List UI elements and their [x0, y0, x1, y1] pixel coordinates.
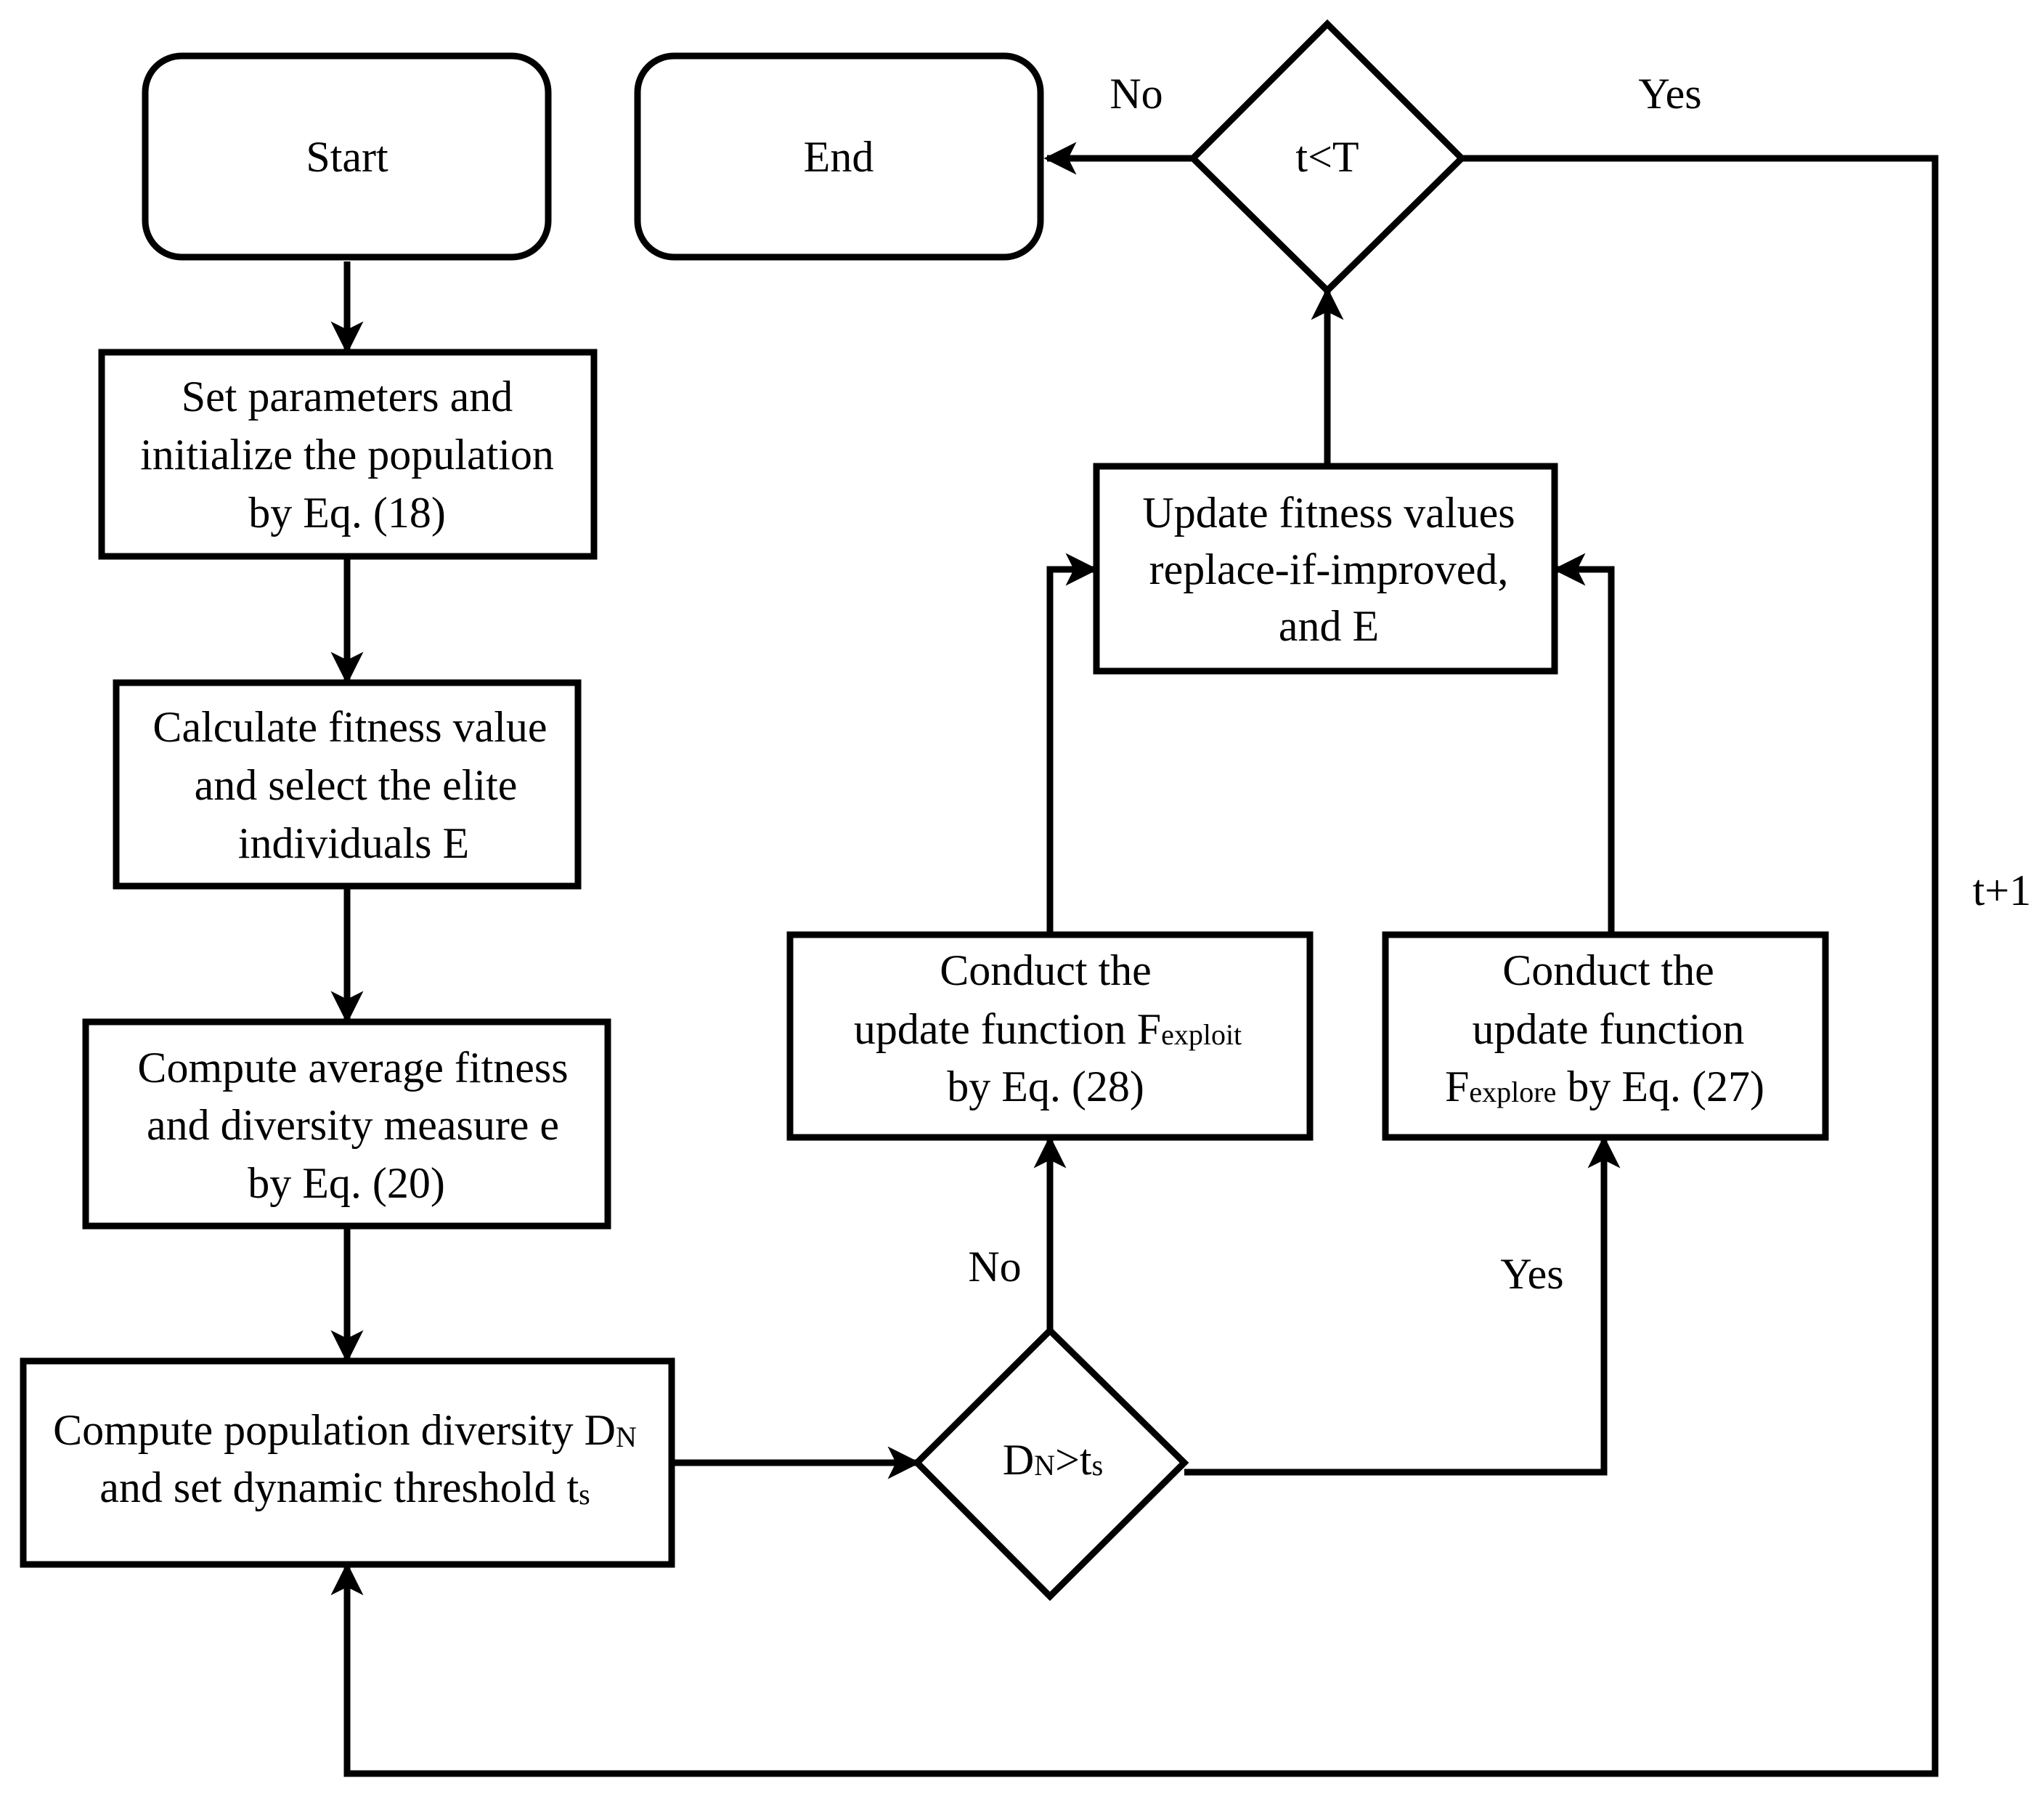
end-node: End	[634, 52, 1044, 261]
explore-line-1: Conduct the	[1502, 946, 1714, 994]
update-line-2: replace-if-improved,	[1149, 545, 1509, 593]
set-params-line-3: by Eq. (18)	[248, 489, 446, 537]
compute-avg-line-1: Compute average fitness	[137, 1044, 568, 1092]
decision-diversity-diamond	[912, 1325, 1189, 1601]
explore-line-3-subscript: explore	[1469, 1076, 1556, 1108]
set-params-line-2: initialize the population	[140, 431, 554, 479]
explore-box	[1382, 931, 1829, 1141]
update-line-3: and E	[1279, 602, 1379, 650]
compute-div-line-2-text: and set dynamic threshold t	[99, 1463, 579, 1511]
compute-div-line-1: Compute population diversity DN	[53, 1406, 637, 1454]
exploit-line-2-subscript: exploit	[1161, 1018, 1242, 1051]
calc-fitness-line-2: and select the elite	[195, 761, 518, 809]
compute-div-box	[20, 1357, 675, 1568]
set-params-box	[98, 349, 598, 560]
set-params-node: Set parameters and initialize the popula…	[98, 349, 598, 560]
explore-line-3-rest: by Eq. (27)	[1556, 1063, 1764, 1110]
update-node: Update fitness values replace-if-improve…	[1093, 463, 1558, 675]
decision-t-node: t<T	[1188, 19, 1467, 296]
label-t-yes: Yes	[1638, 70, 1701, 118]
explore-line-3: Fexplore by Eq. (27)	[1445, 1063, 1764, 1110]
label-loop-increment: t+1	[1973, 866, 2032, 914]
decision-diversity-mid: >t	[1055, 1436, 1092, 1484]
start-label: Start	[306, 133, 388, 181]
end-label: End	[804, 133, 874, 181]
calc-fitness-line-3: individuals E	[238, 819, 469, 867]
update-box	[1093, 463, 1558, 675]
decision-diversity-sub-1: N	[1034, 1449, 1055, 1482]
edges	[330, 142, 1939, 1777]
compute-avg-line-3: by Eq. (20)	[248, 1159, 445, 1207]
exploit-line-2: update function Fexploit	[854, 1005, 1242, 1053]
exploit-node: Conduct the update function Fexploit by …	[786, 931, 1314, 1141]
compute-div-node: Compute population diversity DN and set …	[20, 1357, 675, 1568]
exploit-box	[786, 931, 1314, 1141]
calc-fitness-line-1: Calculate fitness value	[152, 703, 547, 751]
compute-div-line-2-subscript: s	[579, 1478, 590, 1511]
decision-diversity-main: D	[1003, 1436, 1034, 1484]
edge-decision-yes-to-explore	[1184, 1135, 1621, 1476]
update-line-1: Update fitness values	[1142, 489, 1515, 537]
compute-avg-node: Compute average fitness and diversity me…	[82, 1018, 611, 1230]
compute-div-line-1-subscript: N	[616, 1421, 637, 1453]
exploit-line-2-text: update function F	[854, 1005, 1161, 1053]
decision-t-label: t<T	[1295, 133, 1359, 181]
decision-t-diamond	[1188, 19, 1467, 296]
label-t-no: No	[1109, 70, 1163, 118]
decision-diversity-node: DN>ts	[912, 1325, 1189, 1601]
set-params-line-1: Set parameters and	[182, 373, 513, 421]
label-diversity-no: No	[968, 1243, 1021, 1291]
edge-exploit-to-update	[1046, 553, 1099, 933]
compute-avg-box	[82, 1018, 611, 1230]
compute-div-line-1-text: Compute population diversity D	[53, 1406, 616, 1454]
decision-diversity-label: DN>ts	[1003, 1436, 1103, 1484]
edge-labels: No Yes No Yes t+1	[968, 70, 2031, 1298]
calc-fitness-node: Calculate fitness value and select the e…	[113, 679, 582, 890]
exploit-line-3: by Eq. (28)	[947, 1063, 1144, 1110]
start-terminal-shape	[142, 52, 552, 261]
decision-diversity-sub-2: s	[1092, 1449, 1104, 1482]
start-node: Start	[142, 52, 552, 261]
explore-line-2: update function	[1473, 1005, 1745, 1053]
label-diversity-yes: Yes	[1500, 1250, 1563, 1298]
calc-fitness-box	[113, 679, 582, 890]
exploit-line-1: Conduct the	[940, 946, 1152, 994]
explore-node: Conduct the update function Fexplore by …	[1382, 931, 1829, 1141]
end-terminal-shape	[634, 52, 1044, 261]
compute-avg-line-2: and diversity measure e	[147, 1101, 559, 1149]
explore-line-3-main: F	[1445, 1063, 1469, 1110]
edge-explore-to-update	[1552, 553, 1615, 933]
compute-div-line-2: and set dynamic threshold ts	[99, 1463, 590, 1511]
edge-decision-t-yes-loop	[330, 155, 1939, 1777]
